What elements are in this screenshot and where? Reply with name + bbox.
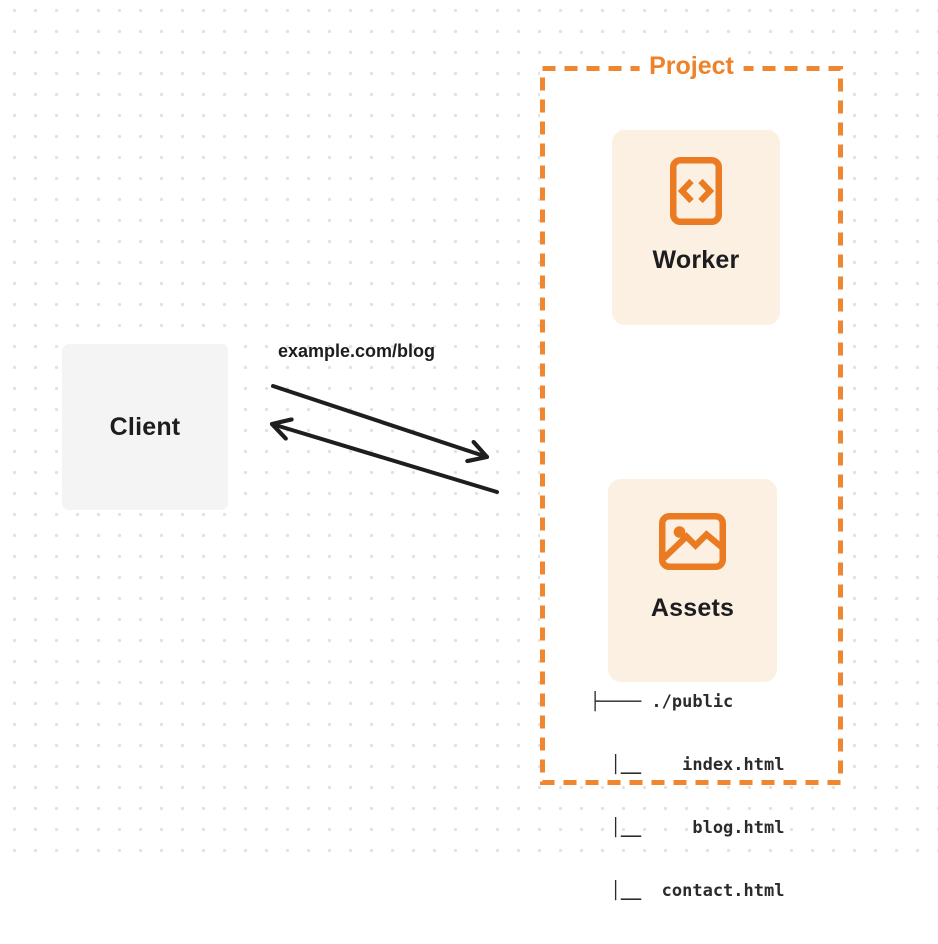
file-tree-line-index: │__ index.html	[590, 755, 785, 775]
code-file-icon	[670, 157, 722, 225]
file-tree-line-public: ├──── ./public	[590, 692, 734, 712]
worker-label: Worker	[652, 246, 740, 274]
project-title: Project	[639, 49, 744, 83]
file-tree: ├──── ./public │__ index.html │__ blog.h…	[590, 650, 784, 944]
worker-node: Worker	[612, 130, 780, 325]
assets-node: Assets	[608, 479, 777, 682]
image-icon	[659, 513, 726, 570]
request-url-label: example.com/blog	[278, 341, 436, 361]
project-container: Project Worker Assets ├──── ./public │__…	[540, 49, 843, 901]
file-tree-line-contact: │__ contact.html	[590, 881, 785, 901]
assets-label: Assets	[650, 594, 735, 622]
client-node: Client	[62, 344, 228, 510]
client-label: Client	[109, 412, 181, 441]
file-tree-line-blog: │__ blog.html	[590, 818, 785, 838]
